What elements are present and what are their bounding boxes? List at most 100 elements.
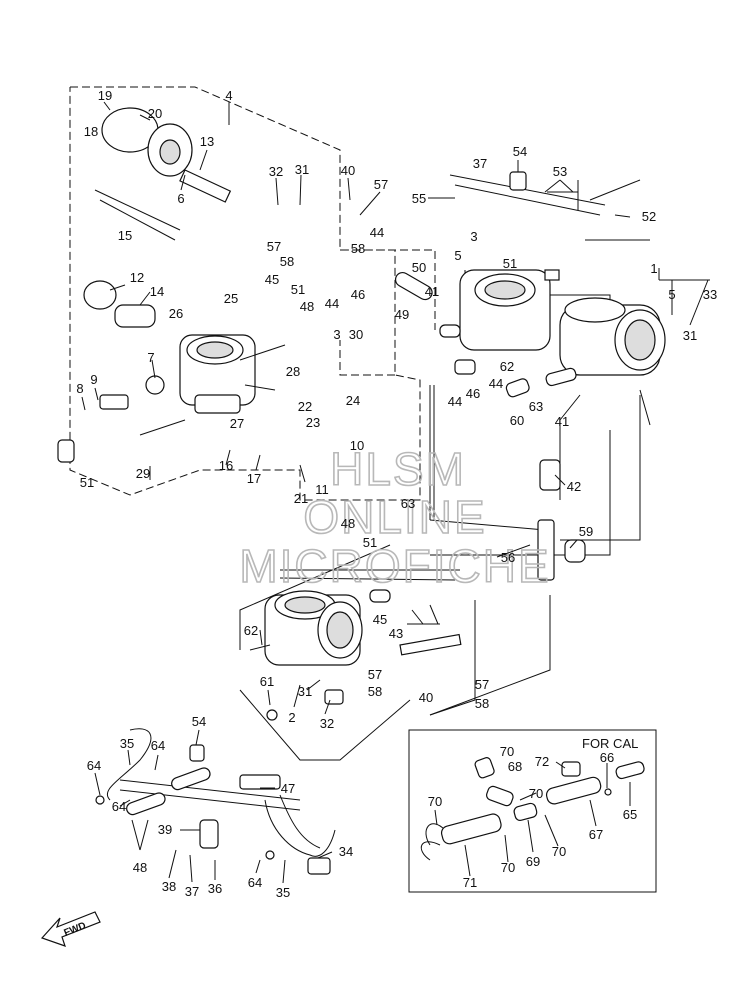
callout-31-right: 31 xyxy=(683,328,697,343)
callout-49: 49 xyxy=(395,307,409,322)
callout-19: 19 xyxy=(98,88,112,103)
callout-48-upper: 48 xyxy=(300,299,314,314)
callout-71: 71 xyxy=(463,875,477,890)
callout-33: 33 xyxy=(703,287,717,302)
callout-10: 10 xyxy=(350,438,364,453)
callout-51-c: 51 xyxy=(80,475,94,490)
callout-70-e: 70 xyxy=(552,844,566,859)
callout-57-top: 57 xyxy=(374,177,388,192)
callout-44-b: 44 xyxy=(325,296,339,311)
callout-38: 38 xyxy=(162,879,176,894)
callout-66: 66 xyxy=(600,750,614,765)
callout-5-left: 5 xyxy=(454,248,461,263)
callout-46-upper: 46 xyxy=(351,287,365,302)
callout-58-upper-right: 58 xyxy=(351,241,365,256)
callout-1: 1 xyxy=(650,261,657,276)
callout-48-middle: 48 xyxy=(341,516,355,531)
callout-17: 17 xyxy=(247,471,261,486)
watermark-line-3: MICROFICHE xyxy=(239,540,550,592)
callout-50: 50 xyxy=(412,260,426,275)
callout-58-lower-right: 58 xyxy=(475,696,489,711)
callout-45-lower: 45 xyxy=(373,612,387,627)
callout-57-upper-left: 57 xyxy=(267,239,281,254)
callout-13: 13 xyxy=(200,134,214,149)
callout-54-bottom: 54 xyxy=(192,714,206,729)
callout-65: 65 xyxy=(623,807,637,822)
callout-35-bottom: 35 xyxy=(276,885,290,900)
callout-39: 39 xyxy=(158,822,172,837)
callout-48-lower: 48 xyxy=(133,860,147,875)
callout-41-right: 41 xyxy=(555,414,569,429)
callout-44-a: 44 xyxy=(370,225,384,240)
callout-12: 12 xyxy=(130,270,144,285)
heater-wiring-assembly xyxy=(95,728,336,875)
inset-title: FOR CAL xyxy=(582,736,638,751)
callout-30: 30 xyxy=(349,327,363,342)
callout-32-bottom: 32 xyxy=(320,716,334,731)
callout-40-top: 40 xyxy=(341,163,355,178)
callout-23: 23 xyxy=(306,415,320,430)
callout-3-right: 3 xyxy=(470,229,477,244)
callout-25: 25 xyxy=(224,291,238,306)
for-cal-inset: FOR CAL xyxy=(408,729,657,893)
callout-70-a: 70 xyxy=(500,744,514,759)
callout-11: 11 xyxy=(315,482,329,497)
carburetor-top-left xyxy=(179,334,286,414)
part-callouts: 1 2 3 3 4 5 5 6 7 8 9 10 11 12 13 14 15 … xyxy=(76,88,717,900)
callout-51-d: 51 xyxy=(363,535,377,550)
callout-3-upper: 3 xyxy=(333,327,340,342)
callout-70-b: 70 xyxy=(428,794,442,809)
callout-36: 36 xyxy=(208,881,222,896)
callout-57-lower-left: 57 xyxy=(368,667,382,682)
callout-32-top: 32 xyxy=(269,164,283,179)
callout-4: 4 xyxy=(225,88,232,103)
callout-62-lower: 62 xyxy=(244,623,258,638)
callout-64-d: 64 xyxy=(248,875,262,890)
fwd-arrow: FWD xyxy=(40,911,101,947)
callout-54-top: 54 xyxy=(513,144,527,159)
callout-70-c: 70 xyxy=(529,786,543,801)
callout-35-top: 35 xyxy=(120,736,134,751)
callout-27: 27 xyxy=(230,416,244,431)
callout-40-bottom: 40 xyxy=(419,690,433,705)
callout-18: 18 xyxy=(84,124,98,139)
carburetor-top-right xyxy=(394,171,666,426)
callout-29: 29 xyxy=(136,466,150,481)
callout-24: 24 xyxy=(346,393,360,408)
callout-61: 61 xyxy=(260,674,274,689)
callout-2: 2 xyxy=(288,710,295,725)
callout-34: 34 xyxy=(339,844,353,859)
callout-31-bottom: 31 xyxy=(298,684,312,699)
watermark: HLSM ONLINE MICROFICHE xyxy=(239,442,550,593)
callout-37-top: 37 xyxy=(473,156,487,171)
callout-26: 26 xyxy=(169,306,183,321)
callout-45-upper: 45 xyxy=(265,272,279,287)
callout-68: 68 xyxy=(508,759,522,774)
callout-51-a: 51 xyxy=(291,282,305,297)
callout-16: 16 xyxy=(219,458,233,473)
group-boundary-top-left xyxy=(69,86,436,501)
callout-64-a: 64 xyxy=(87,758,101,773)
callout-72: 72 xyxy=(535,754,549,769)
callout-5-right: 5 xyxy=(668,287,675,302)
watermark-line-1: HLSM xyxy=(330,443,466,495)
leader-lines xyxy=(81,101,710,884)
callout-8: 8 xyxy=(76,381,83,396)
callout-69: 69 xyxy=(526,854,540,869)
callout-46-lower: 46 xyxy=(466,386,480,401)
callout-6: 6 xyxy=(177,191,184,206)
callout-21: 21 xyxy=(294,491,308,506)
link-rod xyxy=(429,385,586,581)
callout-31-top: 31 xyxy=(295,162,309,177)
callout-14: 14 xyxy=(150,284,164,299)
callout-57-lower-right: 57 xyxy=(475,677,489,692)
callout-37-bottom: 37 xyxy=(185,884,199,899)
callout-42: 42 xyxy=(567,479,581,494)
callout-47: 47 xyxy=(281,781,295,796)
callout-22: 22 xyxy=(298,399,312,414)
callout-63-middle: 63 xyxy=(401,496,415,511)
callout-55: 55 xyxy=(412,191,426,206)
callout-15: 15 xyxy=(118,228,132,243)
callout-41-upper: 41 xyxy=(425,284,439,299)
